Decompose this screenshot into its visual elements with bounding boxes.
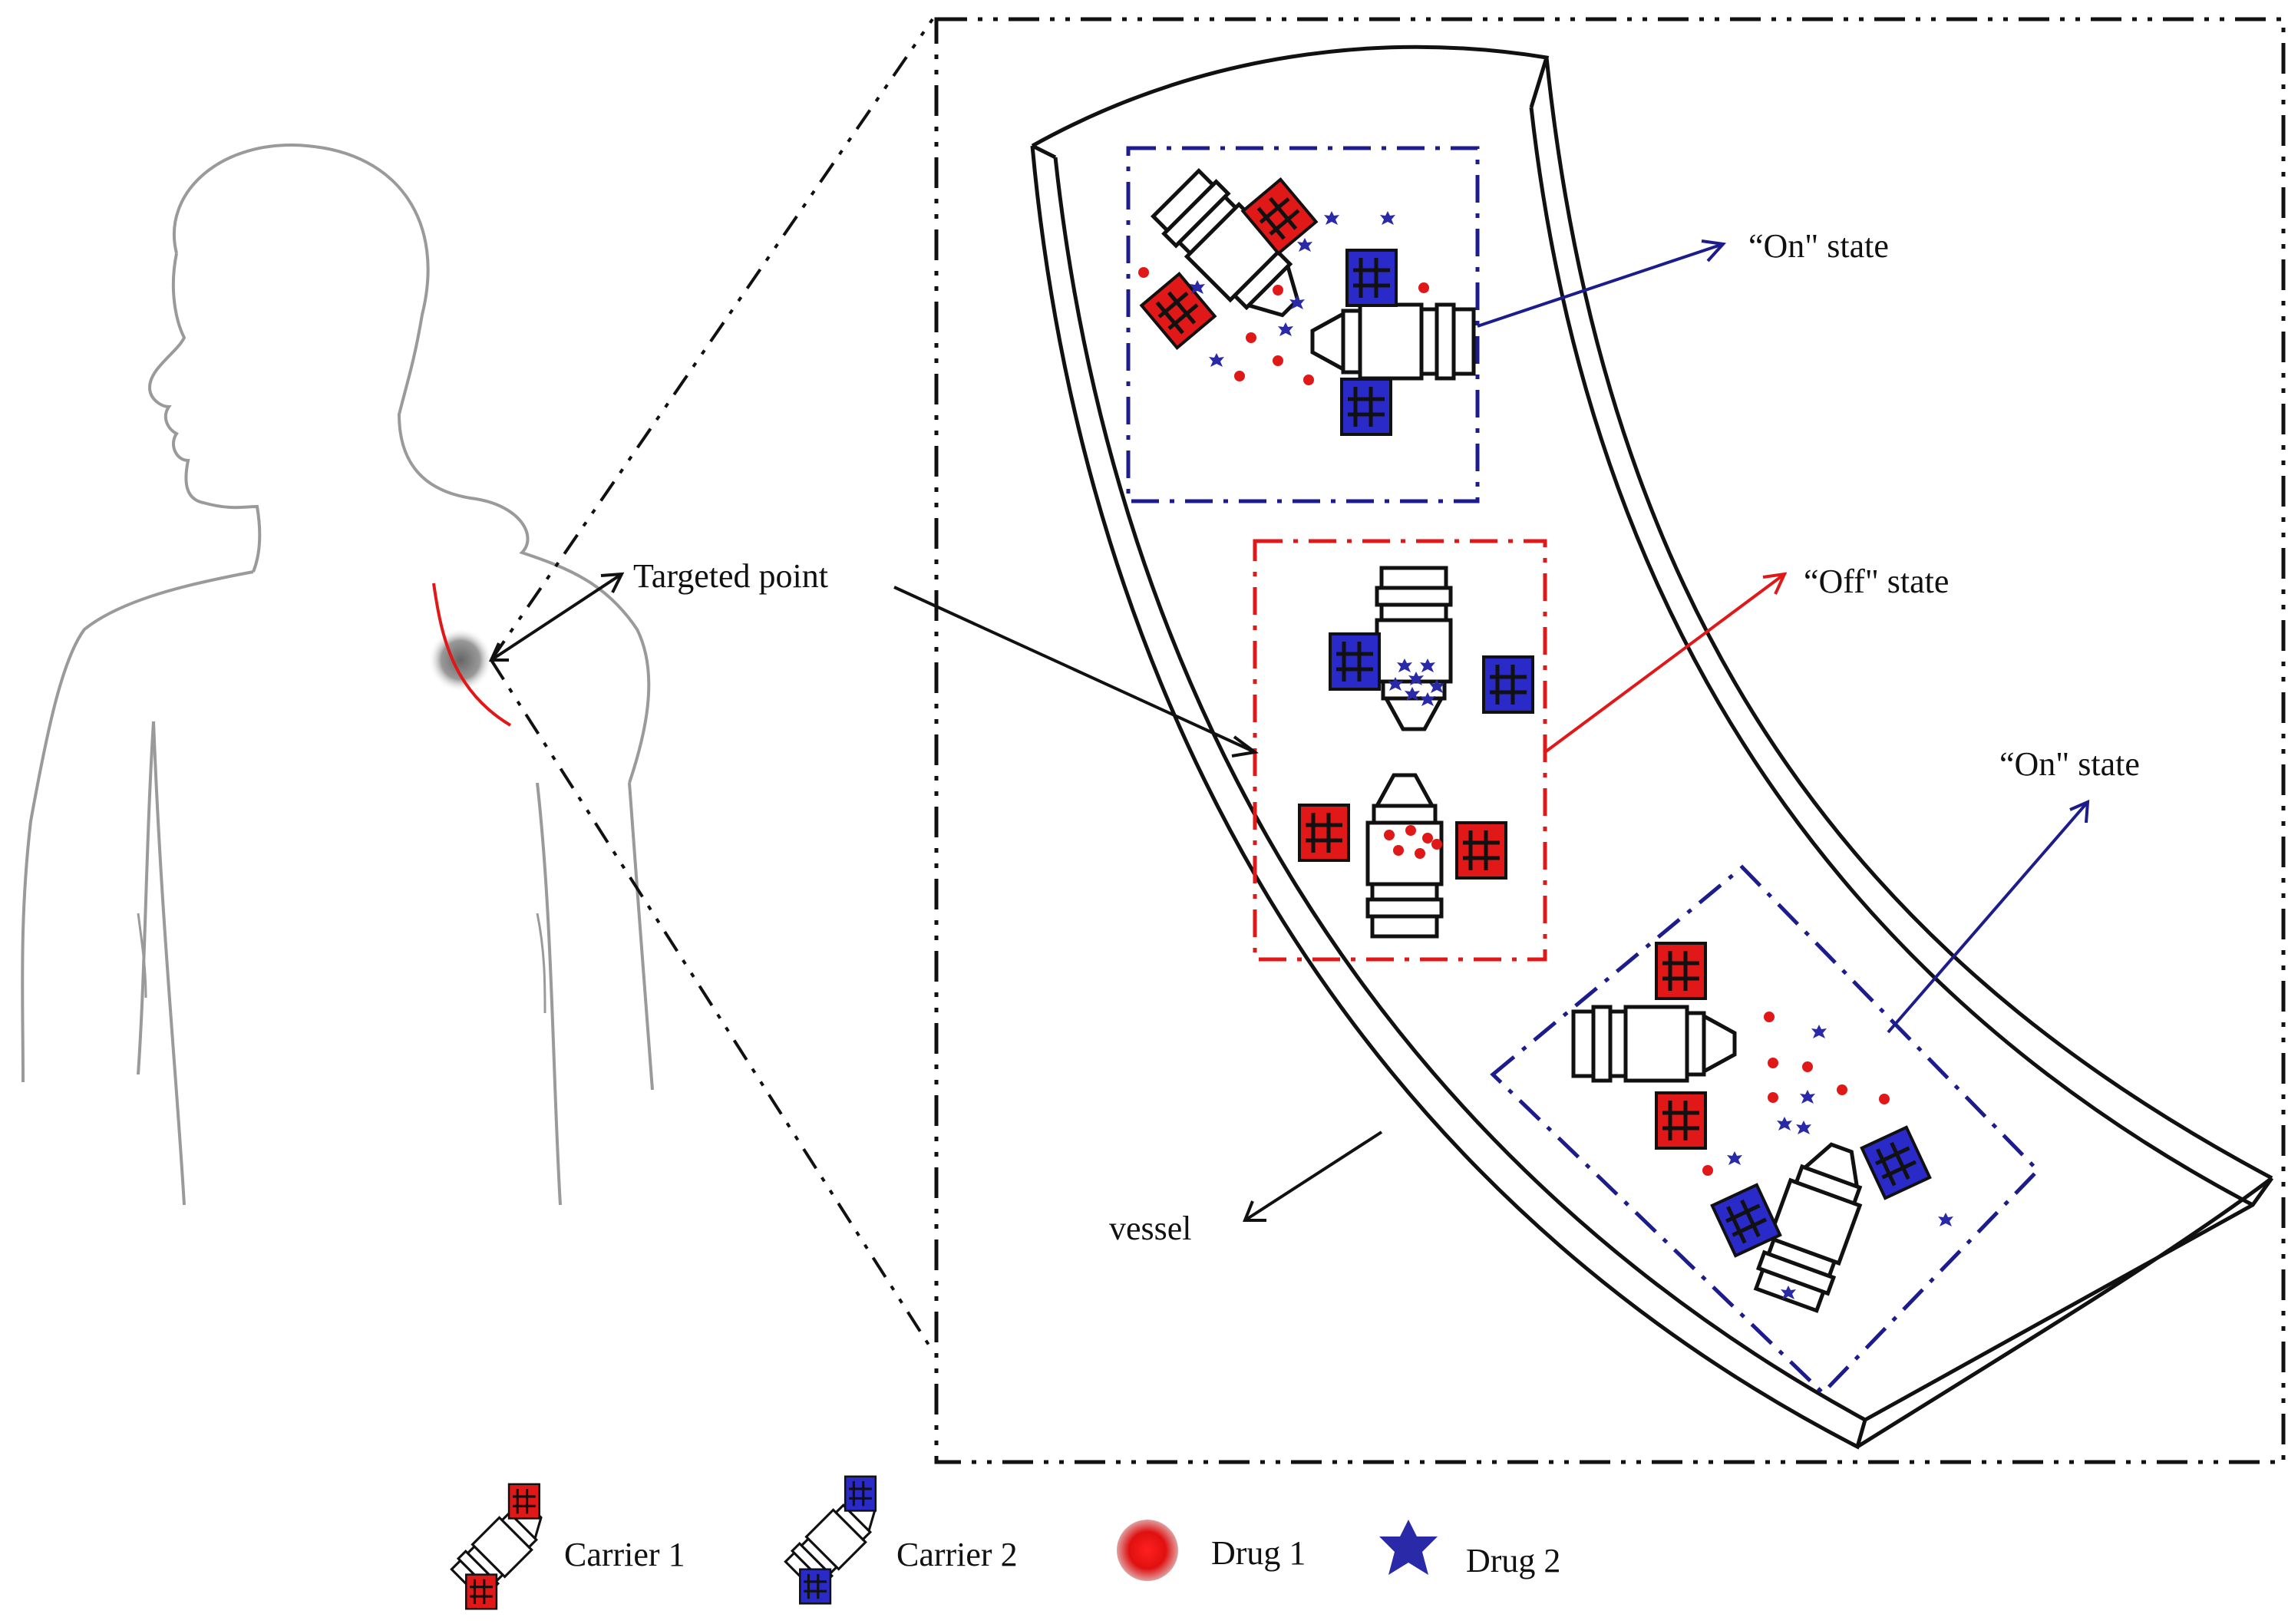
carrier-1-satellite (1368, 775, 1441, 936)
solar-panel-icon (1299, 805, 1349, 860)
vessel-wall (1030, 45, 2274, 1450)
zoom-lines (490, 18, 934, 1352)
solar-panel-icon (1862, 1127, 1930, 1198)
solar-panel-icon (1457, 823, 1506, 878)
solar-panel-icon (1330, 634, 1379, 689)
carrier-2-satellite (1312, 305, 1474, 378)
carrier-1-satellite (1573, 1007, 1735, 1081)
solar-panel-icon (1484, 657, 1533, 712)
on-state-label-bottom: “On" state (1999, 745, 2140, 783)
arrows (488, 239, 2090, 1222)
carrier-blue-icon (782, 1475, 888, 1605)
blood-vessel-line (432, 583, 512, 727)
on-state-box-top (1126, 146, 1480, 503)
targeted-point-label: Targeted point (633, 557, 828, 595)
legend-label-carrier1: Carrier 1 (564, 1536, 685, 1573)
legend-label-drug1: Drug 1 (1211, 1534, 1306, 1572)
off-state-box (1253, 539, 1547, 962)
human-silhouette (21, 144, 654, 1206)
solar-panel-icon (1656, 943, 1705, 998)
off-state-label: “Off" state (1804, 563, 1949, 600)
drug-particles (1138, 211, 1429, 385)
carrier-red-icon (448, 1483, 554, 1610)
drug-particles (1384, 659, 1444, 859)
on-state-box-bottom (1490, 864, 2041, 1396)
solar-panel-icon (1347, 250, 1396, 305)
target-spot (428, 628, 493, 692)
carrier-2-satellite (1377, 568, 1451, 729)
legend-label-carrier2: Carrier 2 (896, 1536, 1018, 1573)
red-dot-icon (1117, 1520, 1178, 1581)
solar-panel-icon (1342, 379, 1391, 434)
vessel-label: vessel (1109, 1210, 1192, 1247)
on-state-label-top: “On" state (1748, 227, 1889, 265)
legend: Carrier 1 Carrier 2 Drug 1 Drug 2 (448, 1475, 1560, 1610)
blue-star-icon (1379, 1520, 1438, 1575)
zoom-frame (934, 17, 2286, 1464)
legend-label-drug2: Drug 2 (1466, 1542, 1560, 1579)
drug-particles (1702, 1012, 1953, 1299)
solar-panel-icon (1656, 1093, 1705, 1148)
